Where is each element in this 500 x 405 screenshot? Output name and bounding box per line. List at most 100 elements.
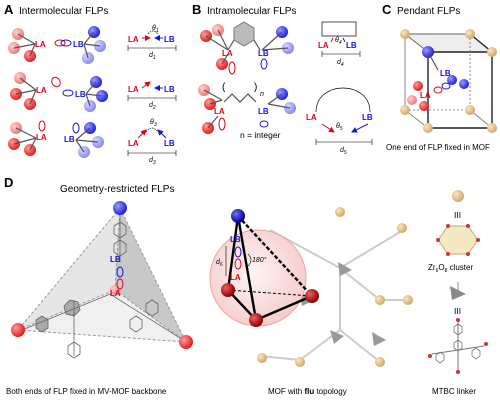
metal-node [423,123,433,133]
lone-pair-orbital [234,246,242,258]
metal-node [375,357,385,367]
linker-triangle [338,262,352,276]
mof-cube: LB LA [400,29,497,133]
lewis-base-label: LB [258,49,269,58]
lewis-base-label: LB [110,255,121,264]
lewis-base-label: LB [73,40,84,49]
equivalence-mark: III [454,306,461,316]
metal-node [400,105,410,115]
panel-d-title: Geometry-restricted FLPs [60,184,174,195]
geometry-d5: LA LB θ5 d5 [306,87,373,156]
panel-a: A Intermolecular FLPs LA LB LA LB [4,2,177,166]
intermolecular-pair-1: LA LB [8,26,106,64]
lewis-base-label: LB [64,135,75,144]
lewis-acid-label: LA [230,273,241,282]
lone-pair-orbital [259,120,269,128]
lewis-base-label: LB [164,139,175,148]
lewis-acid-label: LA [306,113,317,122]
lewis-base-label: LB [164,35,175,44]
lewis-acid-label: LA [128,85,139,94]
panel-b: B Intramolecular FLPs LA LB LA LB [192,2,373,156]
intermolecular-pair-2: LA LB [10,72,108,112]
base-substituent-atom [447,75,457,85]
intermolecular-pair-3: LA LB [8,120,104,158]
theta4-label: θ4 [335,37,342,46]
base-node-atom [231,209,245,223]
angle-180-label: 180° [252,256,267,264]
empty-orbital [116,278,124,290]
lewis-base-label: LB [440,69,451,78]
acid-substituent-atom [407,95,417,105]
panel-a-letter: A [4,2,14,17]
base-vertex-node [113,201,127,215]
lewis-base-label: LB [362,113,373,122]
theta5-label: θ5 [336,123,343,132]
empty-orbital [433,86,443,94]
cluster-label: Zr6O8 cluster [428,263,473,274]
alkyl-chain [223,93,257,103]
empty-orbital [54,39,66,47]
mtbc-linker-legend: III [428,282,488,374]
theta1-label: θ1 [152,25,159,34]
linker-triangle-icon [450,286,466,300]
d3-label: d3 [149,157,156,166]
geometry-d2: LA LB d2 [127,81,177,111]
lewis-acid-label: LA [35,40,46,49]
lewis-base-label: LB [164,85,175,94]
panel-c-caption: One end of FLP fixed in MOF [386,143,490,152]
lewis-acid-label: LA [36,86,47,95]
panel-d-caption-left: Both ends of FLP fixed in MV-MOF backbon… [6,387,167,396]
n-integer-note: n = integer [240,130,281,140]
lewis-base-label: LB [258,107,269,116]
empty-orbital [228,61,236,75]
linker-triangle [330,330,344,344]
geometry-d4: LA LB θ4 d4 [318,21,361,68]
lone-pair-orbital [60,39,72,47]
lewis-acid-label: LA [128,35,139,44]
metal-node [375,295,385,305]
lone-pair-orbital [116,266,124,278]
panel-b-title: Intramolecular FLPs [207,6,296,17]
panel-c-title: Pendant FLPs [397,6,460,17]
lone-pair-orbital [62,89,74,97]
zr-node-icon [452,190,464,202]
flp-sphere-detail: LB LA d6 180° [209,209,319,327]
acid-vertex-node [179,335,193,349]
panel-b-letter: B [192,2,201,17]
panel-d-caption-mid: MOF with flu topology [268,387,347,396]
d1-label: d1 [149,52,156,61]
aryl-ring [233,21,255,47]
confinement-sphere [209,229,307,327]
chain-bracket-close: ) [254,82,257,93]
zr-cluster-legend: III Zr6O8 cluster [428,190,480,274]
panel-d-letter: D [4,175,13,190]
d2-label: d2 [149,102,156,111]
empty-orbital [234,258,242,270]
geometry-d3: LA LB θ3 d3 [127,119,177,166]
metal-node [335,207,345,217]
lewis-acid-label: LA [110,289,121,298]
lewis-base-label: LB [346,41,357,50]
metal-node [400,29,410,39]
metal-node [257,353,267,363]
lewis-base-label: LB [230,235,241,244]
acid-substituent-atom [413,81,423,91]
metal-node [465,105,475,115]
metal-node [487,47,497,57]
panel-a-title: Intermolecular FLPs [19,6,108,17]
acid-node-atom [305,289,319,303]
geometry-d1: LA LB θ1 d1 [127,25,177,61]
metal-node [295,357,305,367]
lewis-acid-label: LA [318,41,329,50]
lewis-acid-label: LA [214,107,225,116]
acid-node-atom [221,283,235,297]
lone-pair-orbital [441,82,451,90]
acid-node-atom [249,313,263,327]
panel-d: D Geometry-restricted FLPs [4,175,488,396]
flexible-intramolecular-flp: LA ( ) n LB n = integer [198,82,296,140]
metal-node [487,123,497,133]
d4-label: d4 [337,59,344,68]
acid-substituent-atom [419,101,429,111]
